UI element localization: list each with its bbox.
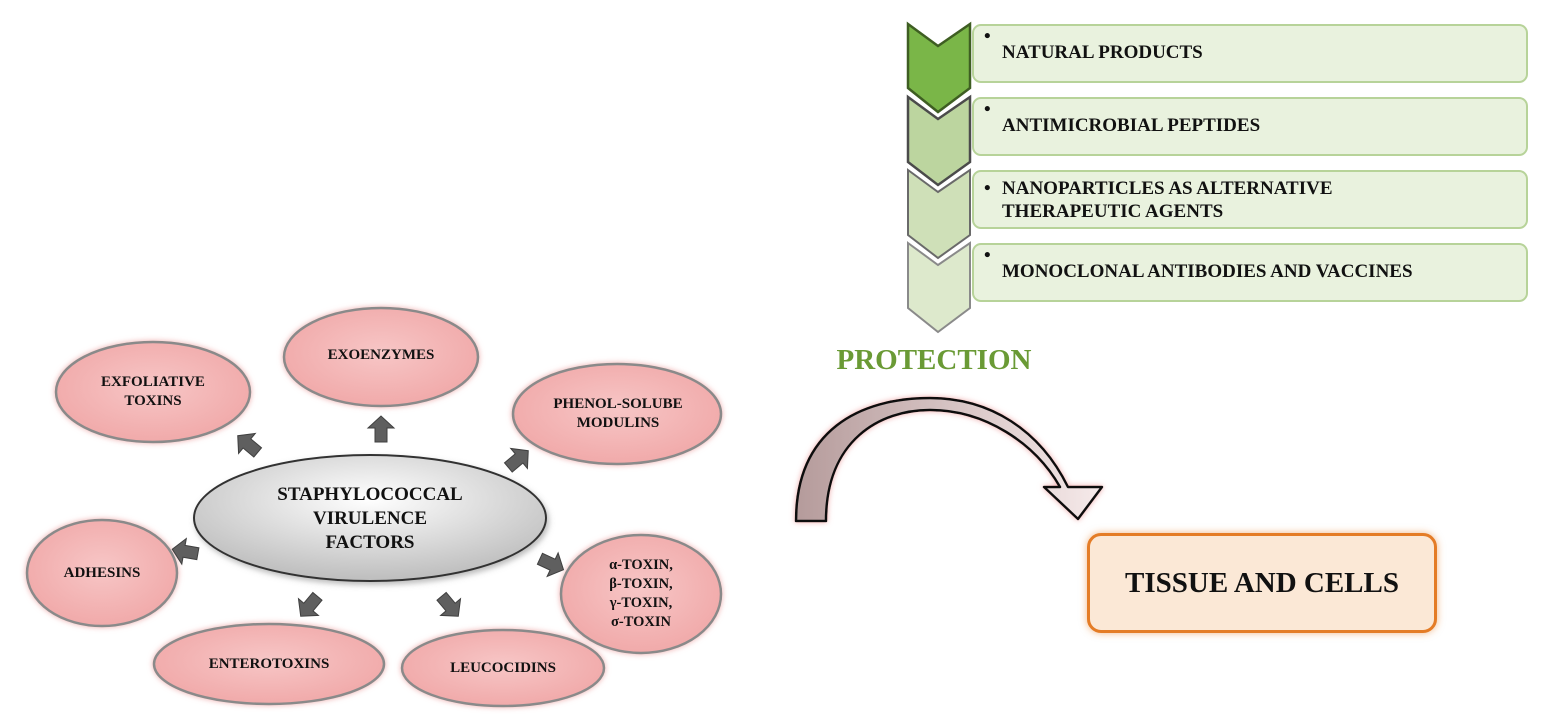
factor-ellipses: [25, 306, 723, 708]
block-arrow-icon: [171, 537, 200, 566]
block-arrow-icon: [536, 551, 565, 578]
strategy-label: NATURAL PRODUCTS: [1002, 42, 1203, 64]
ellipse-enterotoxins: [152, 622, 386, 706]
center-label-line: VIRULENCE: [312, 508, 427, 530]
strategy-box: • MONOCLONAL ANTIBODIES AND VACCINES: [972, 243, 1528, 302]
label-exoenzymes: EXOENZYMES: [291, 340, 471, 370]
center-ellipse: [193, 454, 547, 582]
bullet-icon: •: [984, 245, 991, 266]
small-arrows: [171, 415, 565, 617]
block-arrow-icon: [503, 447, 529, 473]
label-toxin-line: σ-TOXIN: [610, 613, 671, 630]
label-psm-line: MODULINS: [576, 415, 660, 431]
block-arrow-icon: [297, 591, 323, 617]
ellipse-phenol-soluble-modulins: [511, 362, 723, 466]
label-phenol-soluble-modulins: PHENOL-SOLUBE MODULINS: [525, 390, 711, 438]
target-label: TISSUE AND CELLS: [1125, 566, 1399, 599]
center-label: STAPHYLOCOCCAL VIRULENCE FACTORS: [228, 476, 512, 562]
chevron-down-icon: [906, 94, 972, 187]
center-label-line: STAPHYLOCOCCAL: [277, 484, 463, 506]
chevron-down-icon: [907, 168, 971, 260]
block-arrow-icon: [436, 591, 462, 617]
chevron-down-icon: [907, 241, 971, 334]
chevron-column: [906, 21, 972, 334]
ellipse-exfoliative-toxins: [54, 340, 252, 444]
label-enterotoxins-text: ENTEROTOXINS: [208, 655, 330, 672]
protection-label: PROTECTION: [836, 344, 1032, 376]
label-leucocidins-text: LEUCOCIDINS: [450, 659, 556, 676]
label-toxin-line: β-TOXIN,: [609, 576, 673, 593]
label-psm-line: PHENOL-SOLUBE: [553, 396, 683, 413]
chevron-down-icon: [906, 21, 972, 114]
label-toxin-line: α-TOXIN,: [609, 557, 673, 574]
label-exoenzymes-text: EXOENZYMES: [327, 346, 435, 363]
label-adhesins: ADHESINS: [37, 559, 167, 587]
label-exfoliative-toxins-line: EXFOLIATIVE: [101, 374, 205, 391]
strategy-label: NANOPARTICLES AS ALTERNATIVE THERAPEUTIC…: [1002, 178, 1333, 222]
strategy-box: • NANOPARTICLES AS ALTERNATIVE THERAPEUT…: [972, 170, 1528, 229]
label-exfoliative-toxins-line: TOXINS: [124, 393, 182, 409]
center-label-line: FACTORS: [325, 531, 415, 553]
ellipse-adhesins: [25, 518, 179, 628]
ellipse-toxins: [559, 533, 723, 655]
label-toxin-line: γ-TOXIN,: [609, 595, 673, 611]
strategy-label: MONOCLONAL ANTIBODIES AND VACCINES: [1002, 261, 1413, 283]
curved-arrow-icon: [794, 396, 1104, 523]
label-leucocidins: LEUCOCIDINS: [418, 654, 588, 682]
label-enterotoxins: ENTEROTOXINS: [174, 650, 364, 678]
bullet-icon: •: [984, 26, 991, 47]
bullet-icon: •: [984, 99, 991, 120]
strategy-box: • NATURAL PRODUCTS: [972, 24, 1528, 83]
ellipse-exoenzymes: [282, 306, 480, 408]
ellipse-leucocidins: [400, 628, 606, 708]
label-toxins: α-TOXIN, β-TOXIN, γ-TOXIN, σ-TOXIN: [568, 544, 714, 644]
label-adhesins-text: ADHESINS: [63, 564, 141, 581]
label-exfoliative-toxins: EXFOLIATIVE TOXINS: [66, 368, 240, 416]
block-arrow-icon: [366, 415, 396, 443]
bullet-icon: •: [984, 178, 991, 199]
block-arrow-icon: [237, 432, 263, 458]
target-box: TISSUE AND CELLS: [1087, 533, 1437, 633]
strategy-box: • ANTIMICROBIAL PEPTIDES: [972, 97, 1528, 156]
strategy-label: ANTIMICROBIAL PEPTIDES: [1002, 115, 1261, 137]
